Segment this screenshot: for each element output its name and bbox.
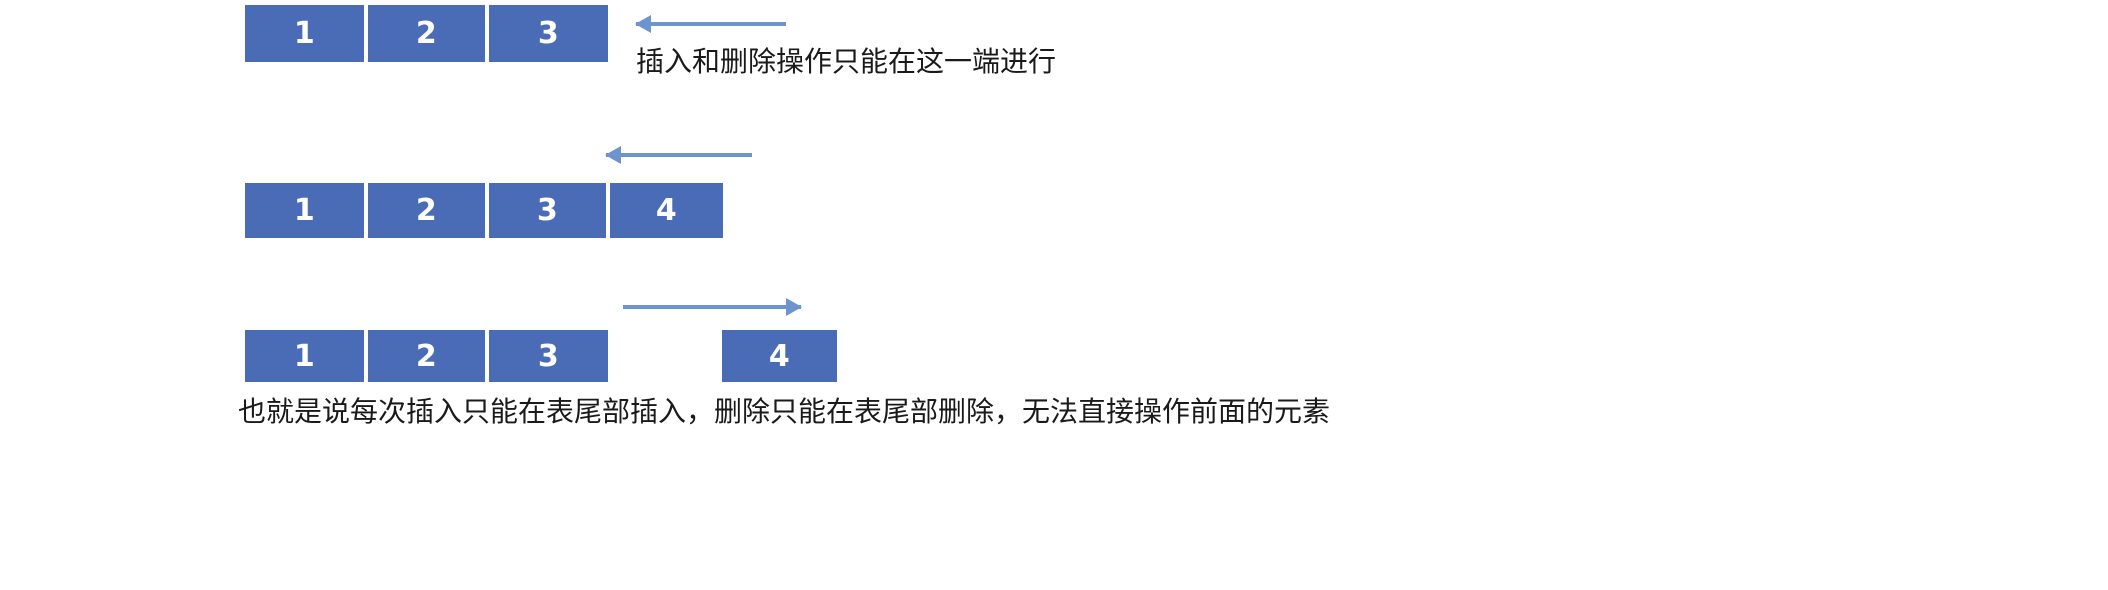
arrow-shaft bbox=[606, 153, 752, 157]
arrow-head bbox=[605, 146, 621, 164]
arrow-head bbox=[635, 15, 651, 33]
element-box: 2 bbox=[366, 5, 487, 62]
element-box: 1 bbox=[245, 330, 366, 382]
element-box: 1 bbox=[245, 183, 366, 238]
element-box: 2 bbox=[366, 183, 487, 238]
element-box: 3 bbox=[487, 5, 608, 62]
arrow-left-icon bbox=[605, 146, 752, 164]
element-box: 3 bbox=[487, 183, 608, 238]
arrow-shaft bbox=[636, 22, 786, 26]
element-box: 4 bbox=[608, 183, 723, 238]
arrow-left-icon bbox=[635, 15, 786, 33]
arrow-right-icon bbox=[623, 298, 802, 316]
element-box: 3 bbox=[487, 330, 608, 382]
element-box: 2 bbox=[366, 330, 487, 382]
arrow-shaft bbox=[623, 305, 801, 309]
row-caption: 插入和删除操作只能在这一端进行 bbox=[636, 45, 1057, 78]
arrow-head bbox=[786, 298, 802, 316]
element-box: 4 bbox=[722, 330, 837, 382]
element-box: 1 bbox=[245, 5, 366, 62]
footer-caption: 也就是说每次插入只能在表尾部插入，删除只能在表尾部删除，无法直接操作前面的元素 bbox=[238, 395, 1331, 428]
